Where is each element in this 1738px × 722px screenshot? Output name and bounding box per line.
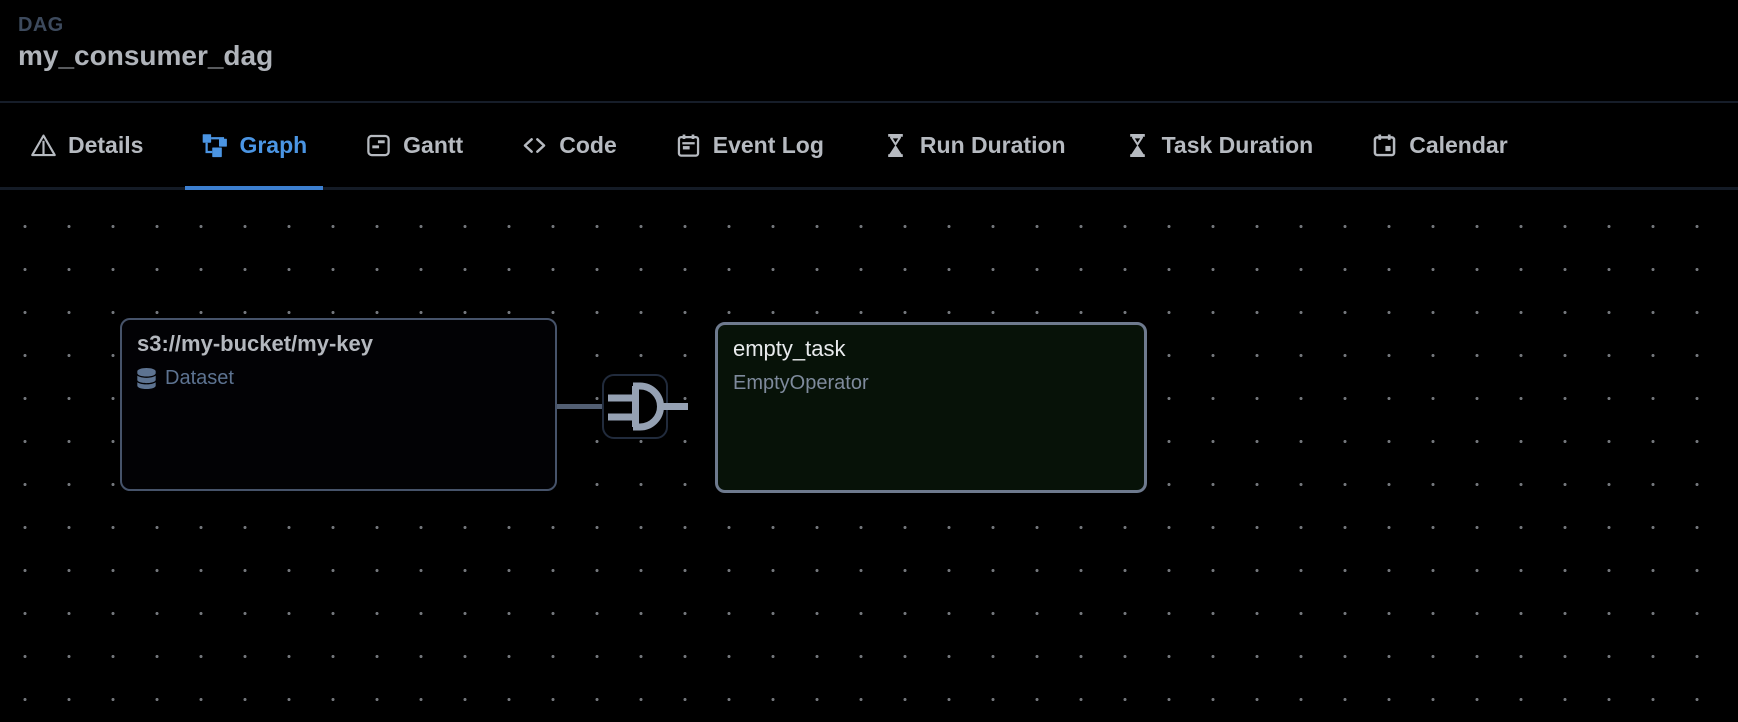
tab-bar: Details Graph Gantt Code — [0, 103, 1738, 190]
hourglass-icon — [888, 133, 903, 157]
breadcrumb: DAG — [18, 14, 64, 36]
tab-task-duration[interactable]: Task Duration — [1108, 103, 1330, 187]
tab-details[interactable]: Details — [14, 103, 159, 187]
tab-event-log[interactable]: Event Log — [659, 103, 840, 187]
tab-label: Calendar — [1409, 131, 1508, 158]
dag-header: DAG my_consumer_dag — [0, 0, 1738, 103]
tab-label: Code — [559, 131, 617, 158]
gantt-icon — [367, 134, 390, 156]
logic-gate-icon — [608, 382, 688, 431]
page-title: my_consumer_dag — [18, 40, 274, 71]
tab-calendar[interactable]: Calendar — [1355, 103, 1523, 187]
tab-code[interactable]: Code — [505, 103, 633, 187]
database-icon — [137, 367, 156, 389]
edge-dataset-to-condition — [557, 404, 602, 409]
event-log-icon — [677, 133, 699, 157]
task-node-operator: EmptyOperator — [733, 372, 869, 395]
code-icon — [523, 137, 546, 153]
tab-gantt[interactable]: Gantt — [349, 103, 479, 187]
tab-run-duration[interactable]: Run Duration — [866, 103, 1082, 187]
graph-icon — [203, 133, 228, 157]
warning-triangle-icon — [31, 134, 56, 156]
task-node-title: empty_task — [733, 336, 846, 361]
dataset-node-title: s3://my-bucket/my-key — [137, 331, 373, 356]
task-node[interactable]: empty_task EmptyOperator — [715, 322, 1147, 493]
dataset-node[interactable]: s3://my-bucket/my-key Dataset — [120, 318, 557, 491]
tab-label: Run Duration — [919, 131, 1066, 158]
calendar-icon — [1373, 133, 1396, 156]
tab-label: Details — [68, 131, 144, 158]
dataset-condition-node[interactable] — [602, 374, 688, 439]
tab-graph[interactable]: Graph — [185, 103, 323, 190]
tab-label: Task Duration — [1161, 131, 1314, 158]
tab-label: Gantt — [403, 131, 464, 158]
dataset-node-type-label: Dataset — [165, 367, 234, 390]
graph-canvas[interactable]: s3://my-bucket/my-key Dataset empty_task — [0, 190, 1738, 722]
tab-label: Graph — [239, 131, 308, 158]
hourglass-icon — [1129, 133, 1145, 157]
tab-label: Event Log — [712, 131, 824, 158]
